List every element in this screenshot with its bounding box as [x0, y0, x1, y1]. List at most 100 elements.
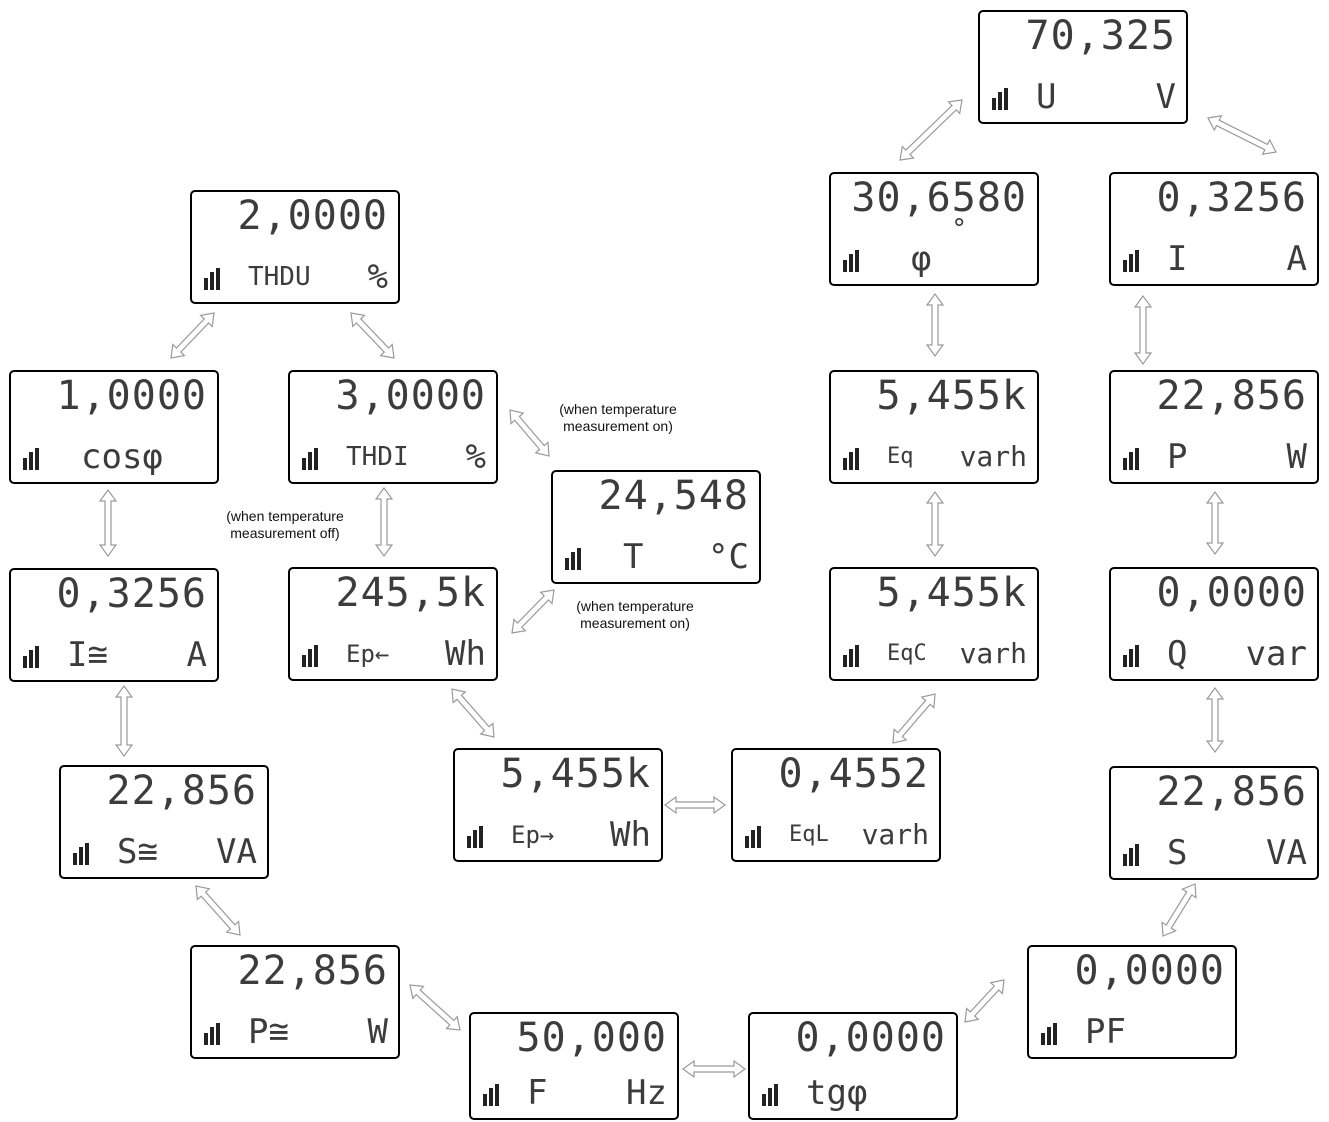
screen-param: tgφ [806, 1073, 868, 1113]
screen-value: 22,856 [1156, 373, 1307, 419]
screen-param: cosφ [81, 437, 163, 477]
screen-reactive-energy-capacitive: 5,455k EqC varh [829, 567, 1039, 681]
screen-param: I [1167, 239, 1188, 279]
screen-value: 0,0000 [795, 1015, 946, 1061]
note-temp-on-lower: (when temperature measurement on) [576, 598, 694, 631]
double-arrow-icon [899, 99, 963, 161]
screen-param: P [1167, 437, 1188, 477]
signal-icon [1041, 1023, 1059, 1045]
screen-value: 0,4552 [778, 751, 929, 797]
screen-unit: A [1286, 239, 1307, 279]
screen-temperature: 24,548 T °C [551, 470, 761, 584]
screen-unit: Wh [610, 815, 651, 855]
double-arrow-icon [663, 795, 727, 815]
screen-param: φ [911, 239, 932, 279]
signal-icon [302, 448, 320, 470]
screen-unit: varh [959, 637, 1027, 670]
double-arrow-icon [98, 488, 118, 558]
signal-icon [843, 250, 861, 272]
signal-icon [1123, 250, 1141, 272]
signal-icon [73, 843, 91, 865]
double-arrow-icon [509, 409, 550, 457]
double-arrow-icon [1205, 490, 1225, 556]
signal-icon [1123, 645, 1141, 667]
screen-param: I≅ [67, 635, 108, 675]
screen-average-active-power: 22,856 P≅ W [190, 945, 400, 1059]
screen-param: EqC [887, 641, 927, 666]
signal-icon [1123, 448, 1141, 470]
screen-unit: V [1155, 77, 1176, 117]
screen-value: 0,3256 [1156, 175, 1307, 221]
screen-value: 50,000 [516, 1015, 667, 1061]
double-arrow-icon [925, 490, 945, 558]
screen-voltage: 70,325 U V [978, 10, 1188, 124]
screen-unit: VA [1266, 833, 1307, 873]
screen-unit: W [1286, 437, 1307, 477]
signal-icon [23, 448, 41, 470]
screen-value: 2,0000 [237, 193, 388, 239]
double-arrow-icon [681, 1059, 747, 1079]
signal-icon [992, 88, 1010, 110]
screen-param: Eq [887, 444, 914, 469]
screen-reactive-power: 0,0000 Q var [1109, 567, 1319, 681]
screen-param: Ep→ [511, 821, 555, 849]
screen-value: 5,455k [876, 570, 1027, 616]
screen-active-energy-exported: 5,455k Ep→ Wh [453, 748, 663, 862]
double-arrow-icon [1133, 294, 1153, 366]
screen-unit: °C [708, 537, 749, 577]
screen-unit: var [1245, 634, 1307, 674]
screen-value: 5,455k [500, 751, 651, 797]
screen-value: 22,856 [106, 768, 257, 814]
screen-average-current: 0,3256 I≅ A [9, 568, 219, 682]
double-arrow-icon [451, 688, 495, 738]
double-arrow-icon [409, 984, 461, 1031]
screen-param: S≅ [117, 832, 158, 872]
screen-unit: varh [959, 440, 1027, 473]
double-arrow-icon [1207, 115, 1277, 155]
screen-value: 5,455k [876, 373, 1027, 419]
screen-unit: Wh [445, 634, 486, 674]
screen-value: 245,5k [335, 570, 486, 616]
double-arrow-icon [195, 885, 241, 936]
signal-icon [1123, 844, 1141, 866]
double-arrow-icon [964, 979, 1005, 1023]
screen-unit: ° [951, 214, 967, 244]
signal-icon [762, 1084, 780, 1106]
screen-phase-angle: 30,6580 φ ° [829, 172, 1039, 286]
signal-icon [483, 1084, 501, 1106]
signal-icon [843, 448, 861, 470]
screen-active-power: 22,856 P W [1109, 370, 1319, 484]
screen-unit: % [367, 257, 388, 297]
screen-value: 22,856 [1156, 769, 1307, 815]
screen-value: 1,0000 [56, 373, 207, 419]
screen-unit: VA [216, 832, 257, 872]
screen-value: 30,6580 [851, 175, 1027, 221]
note-temp-on-upper: (when temperature measurement on) [559, 401, 677, 434]
screen-power-factor: 0,0000 PF [1027, 945, 1237, 1059]
screen-param: THDU [248, 262, 311, 292]
screen-current: 0,3256 I A [1109, 172, 1319, 286]
signal-icon [467, 826, 485, 848]
double-arrow-icon [892, 693, 936, 744]
signal-icon [843, 645, 861, 667]
screen-value: 0,0000 [1074, 948, 1225, 994]
double-arrow-icon [114, 684, 134, 758]
screen-param: U [1036, 77, 1057, 117]
screen-unit: A [186, 635, 207, 675]
screen-value: 24,548 [598, 473, 749, 519]
screen-value: 3,0000 [335, 373, 486, 419]
screen-param: Q [1167, 634, 1188, 674]
screen-param: T [623, 537, 644, 577]
screen-param: THDI [346, 442, 409, 472]
screen-param: EqL [789, 822, 829, 847]
double-arrow-icon [925, 292, 945, 358]
screen-param: Ep← [346, 640, 390, 668]
double-arrow-icon [374, 486, 394, 558]
screen-reactive-energy-inductive: 0,4552 EqL varh [731, 748, 941, 862]
screen-reactive-energy: 5,455k Eq varh [829, 370, 1039, 484]
screen-value: 22,856 [237, 948, 388, 994]
screen-unit: Hz [626, 1073, 667, 1113]
screen-thd-current: 3,0000 THDI % [288, 370, 498, 484]
signal-icon [745, 826, 763, 848]
